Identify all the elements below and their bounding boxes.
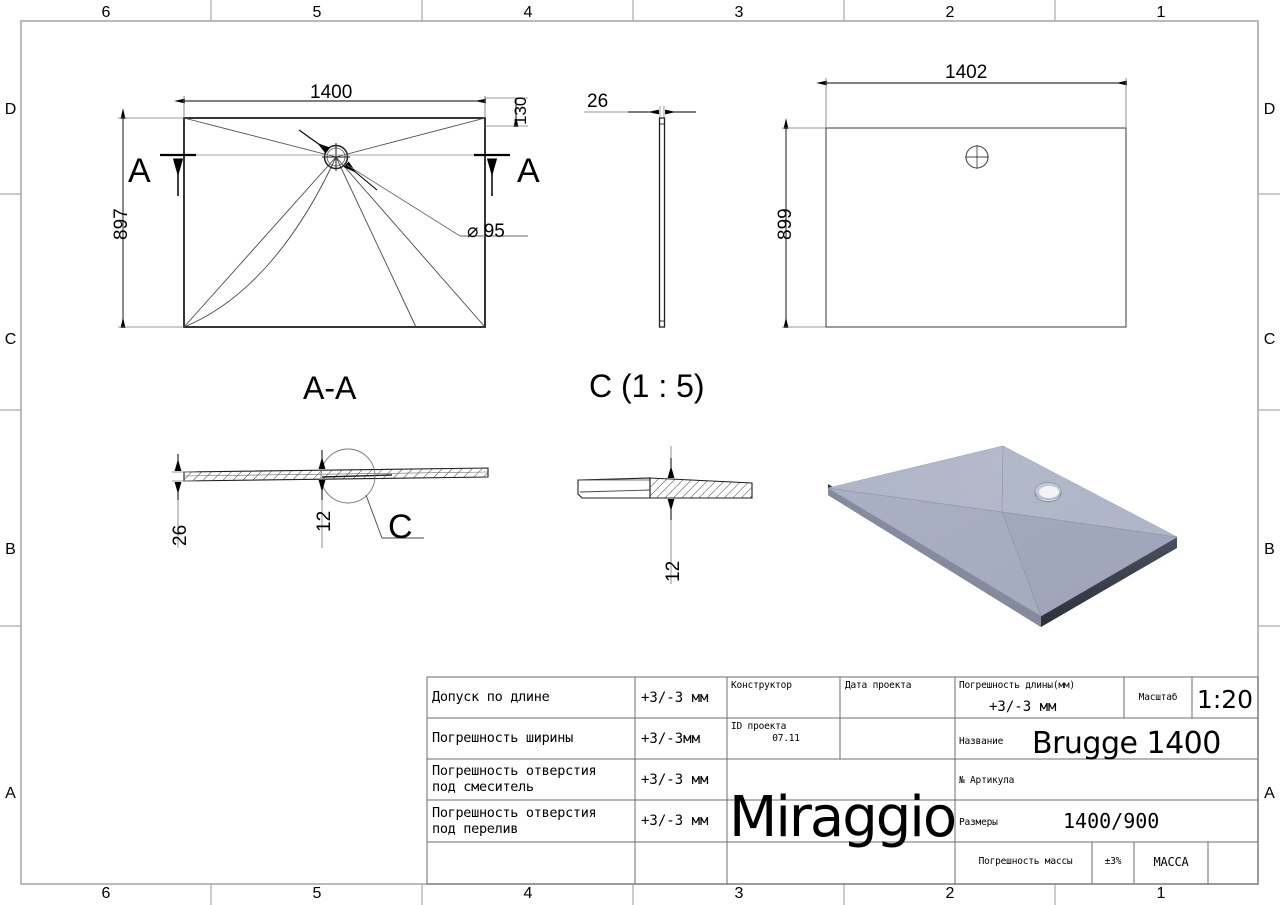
tb-project-date-label: Дата проекта [845,680,912,691]
zone-top-1: 1 [1156,4,1166,21]
tb-brand-logo: Miraggio [729,785,957,850]
dim-top-plan-height: 897 [111,208,132,240]
tb-scale-value: 1:20 [1196,685,1254,714]
tb-tolerance-value-3: +3/-3 мм [641,813,709,829]
view-isometric [827,445,1178,627]
section-marker-a-right: A [517,152,540,190]
view-detail-c [577,446,753,584]
tb-mass-tolerance-value: ±3% [1104,856,1122,867]
zone-left-d: D [4,101,17,118]
dim-side-edge-thickness: 26 [587,91,609,112]
tb-tolerance-value-2: +3/-3 мм [641,772,709,788]
tb-mass-label: МАССА [1153,855,1189,869]
zone-bottom-5: 5 [312,885,322,902]
zone-left-a: A [5,785,16,802]
view-side-edge [584,106,696,328]
view-bottom-plan [782,78,1127,328]
dim-section-aa-detail: 12 [314,510,335,532]
zone-bottom-3: 3 [734,885,744,902]
tb-project-id-value: 07.11 [772,733,800,744]
tb-tolerance-value-0: +3/-3 мм [641,690,709,706]
zone-bottom-6: 6 [101,885,111,902]
view-title-section-aa: A-A [303,370,357,406]
zone-bottom-4: 4 [523,885,533,902]
tb-tolerance-label-0: Допуск по длине [432,689,550,705]
dim-bottom-plan-width: 1402 [945,62,988,83]
zone-left-c: C [4,331,17,348]
tb-name-label: Название [959,736,1004,747]
title-block-grid [426,676,1259,885]
detail-marker-c: C [388,508,413,546]
tb-tolerance-label-3: Погрешность отверстия под перелив [432,805,597,837]
dim-bottom-plan-height: 899 [775,208,796,240]
tb-size-value: 1400/900 [1063,809,1160,833]
zone-left-b: B [5,541,16,558]
tb-length-tolerance-value: +3/-3 мм [989,699,1057,715]
tb-project-id-label: ID проекта [731,721,787,732]
zone-top-4: 4 [523,4,533,21]
zone-bottom-1: 1 [1156,885,1166,902]
zone-top-2: 2 [945,4,955,21]
zone-right-c: C [1263,331,1276,348]
tb-name-value: Brugge 1400 [1032,726,1221,761]
tb-mass-tolerance-label: Погрешность массы [978,856,1073,867]
tb-tolerance-label-2: Погрешность отверстия под смеситель [432,763,597,795]
view-section-aa [172,448,489,548]
zone-right-d: D [1263,101,1276,118]
zone-right-b: B [1264,541,1275,558]
dim-hole-diameter: ⌀ 95 [467,221,505,242]
tb-scale-label: Масштаб [1138,692,1178,703]
zone-right-a: A [1264,785,1275,802]
view-title-detail-c: C (1 : 5) [589,368,705,404]
tb-tolerance-value-1: +3/-3мм [641,731,701,747]
tb-article-label: № Артикула [959,775,1015,786]
section-marker-a-left: A [128,152,151,190]
tb-tolerance-label-1: Погрешность ширины [432,730,573,746]
zone-top-3: 3 [734,4,744,21]
tb-designer-label: Конструктор [731,680,792,691]
tb-size-label: Размеры [959,817,998,828]
zone-top-6: 6 [101,4,111,21]
dim-section-aa-thickness: 26 [170,524,191,546]
dim-detail-c-thickness: 12 [663,560,684,582]
dim-top-plan-offset: 130 [511,96,530,125]
zone-bottom-2: 2 [945,885,955,902]
zone-top-5: 5 [312,4,322,21]
tb-length-tolerance-label: Погрешность длины(мм) [959,680,1075,691]
view-top-plan [118,96,528,328]
dim-top-plan-width: 1400 [310,82,353,103]
